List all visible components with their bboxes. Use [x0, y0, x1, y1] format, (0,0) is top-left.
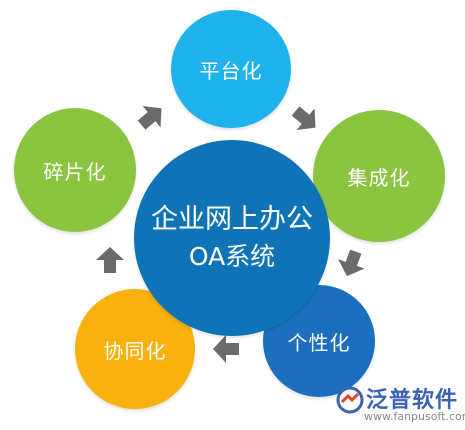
center-subtitle: OA系统: [188, 242, 276, 271]
brand-logo: 泛普软件 www.fanpusoft.com: [330, 378, 465, 426]
brand-url: www.fanpusoft.com: [364, 410, 465, 423]
node-fragmentation-label: 碎片化: [43, 159, 107, 184]
node-fragmentation: 碎片化: [14, 108, 136, 232]
arrow-right-to-bottomright: [338, 249, 365, 277]
brand-logo-icon: [336, 386, 364, 414]
arrow-bottomright-to-bottomleft: [213, 335, 239, 363]
center-node: 企业网上办公 OA系统: [134, 140, 330, 336]
node-integration: 集成化: [313, 110, 445, 242]
arrow-bottomleft-to-left: [96, 247, 124, 273]
center-title: 企业网上办公: [151, 204, 313, 235]
node-integration-label: 集成化: [347, 165, 411, 190]
node-personalization-label: 个性化: [287, 330, 351, 355]
brand-name: 泛普软件: [366, 388, 459, 413]
node-platform: 平台化: [171, 10, 291, 128]
node-platform-label: 平台化: [199, 58, 263, 83]
arrow-left-to-top: [137, 105, 162, 130]
node-collaboration-label: 协同化: [103, 338, 167, 363]
arrow-top-to-right: [291, 106, 316, 131]
